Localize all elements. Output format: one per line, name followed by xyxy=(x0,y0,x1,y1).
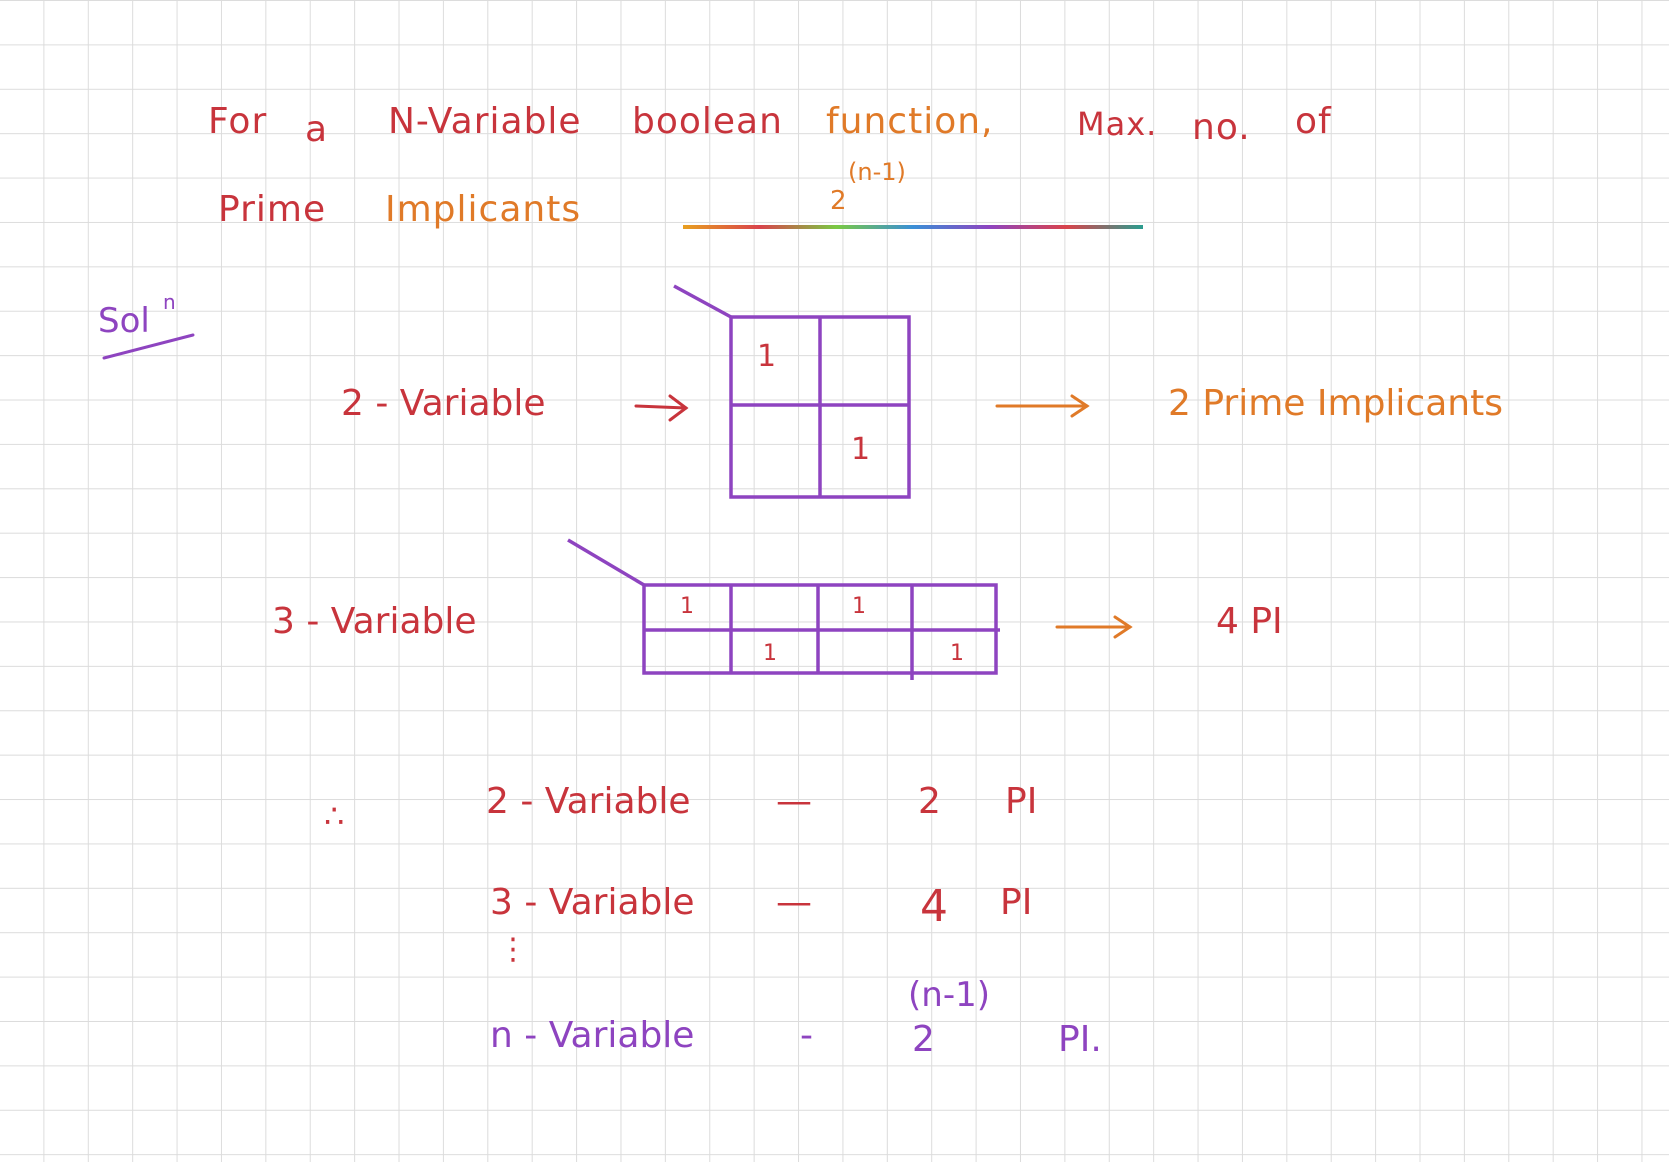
question-word-boolean: boolean xyxy=(632,101,783,142)
summary-row-2-count: 4 xyxy=(920,881,948,932)
kmap-2var xyxy=(673,284,911,499)
kmap-3var xyxy=(567,538,1000,680)
kmap3-cell-00: 1 xyxy=(680,594,694,619)
therefore-symbol: ∴ xyxy=(324,797,345,835)
question-word-max: Max. xyxy=(1077,105,1158,143)
answer-exponent: (n-1) xyxy=(848,158,906,186)
question-word-no: no. xyxy=(1192,107,1251,148)
arrow-2var-label xyxy=(634,394,689,422)
summary-row-3-exponent: (n-1) xyxy=(908,975,990,1015)
question-word-prime: Prime xyxy=(218,189,327,230)
example-3var-result: 4 PI xyxy=(1216,601,1283,642)
summary-row-1-count: 2 xyxy=(918,781,941,822)
question-word-implicants: Implicants xyxy=(385,189,582,230)
summary-row-2-dash: — xyxy=(776,882,812,923)
summary-row-3-dash: - xyxy=(800,1015,813,1056)
question-word-of: of xyxy=(1295,101,1332,142)
answer-blank-line xyxy=(683,225,1143,229)
question-word-for: For xyxy=(208,101,268,142)
question-word-n-variable: N-Variable xyxy=(388,101,582,142)
solution-label-sup: n xyxy=(163,290,176,314)
question-word-function: function, xyxy=(826,101,994,142)
summary-row-1-dash: — xyxy=(776,781,812,822)
kmap3-cell-13: 1 xyxy=(950,641,964,666)
summary-row-2-label: 3 - Variable xyxy=(490,882,695,923)
summary-row-1-label: 2 - Variable xyxy=(486,781,691,822)
kmap2-cell-11: 1 xyxy=(851,432,871,467)
summary-row-2-unit: PI xyxy=(1000,882,1033,923)
kmap3-cell-11: 1 xyxy=(763,641,777,666)
summary-row-3-unit: PI. xyxy=(1058,1019,1102,1060)
example-2var-result: 2 Prime Implicants xyxy=(1168,383,1503,424)
summary-row-3-count: 2 xyxy=(912,1019,935,1060)
solution-underline xyxy=(102,333,195,360)
kmap3-cell-02: 1 xyxy=(852,594,866,619)
arrow-2var-result xyxy=(995,394,1090,418)
vertical-ellipsis: ⋮ xyxy=(498,932,528,967)
solution-label: Sol xyxy=(98,301,150,341)
example-2var-label: 2 - Variable xyxy=(341,383,546,424)
summary-row-3-label: n - Variable xyxy=(490,1015,695,1056)
kmap2-cell-00: 1 xyxy=(757,339,777,374)
arrow-3var-result xyxy=(1055,615,1133,639)
answer-base: 2 xyxy=(830,186,847,216)
summary-row-1-unit: PI xyxy=(1005,781,1038,822)
question-word-a: a xyxy=(305,109,329,150)
example-3var-label: 3 - Variable xyxy=(272,601,477,642)
